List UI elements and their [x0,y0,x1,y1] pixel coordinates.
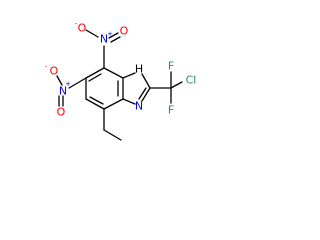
oxygen-top-left-charge: - [75,20,78,28]
nitro-group-top [85,29,121,69]
bond-c7a-n1 [122,72,136,79]
chlorine-label: Cl [186,74,197,87]
bond-ch2-ch3 [103,129,122,141]
nitrogen-left-charge: + [65,80,71,88]
bond-c6-n-left [68,77,87,89]
nitrogen-imidazole-bottom-label: N [135,100,143,113]
oxygen-left-top-charge: - [45,63,48,71]
bond-c2-n3-inner [138,87,147,100]
bond-n-o-top-left [85,29,99,38]
fluorine-bottom-label: F [168,104,174,117]
bond-c7-c6-inner [88,73,102,82]
imidazole-ring [122,72,151,105]
bond-n3-c3a [122,98,136,105]
bond-n1-c2 [141,73,151,89]
fluorine-top-label: F [168,60,174,73]
oxygen-left-top-label: O [50,65,59,78]
nitrogen-top-charge: + [107,30,113,38]
ethyl-group [103,108,122,141]
atom-labels: O - N + O H N F Cl F O - N + O [45,20,197,119]
bond-c7a-c7 [103,67,124,79]
bond-n-o-top-right-inner [110,36,121,43]
benzene-ring [85,67,124,110]
bond-n-o-top-right [108,32,119,39]
bond-n-o-left-top [56,75,63,86]
chlorodifluoromethyl-group [149,71,183,104]
molecule-structure: O - N + O H N F Cl F O - N + O [45,20,197,141]
oxygen-top-right-label: O [120,25,129,38]
nitro-group-left [56,75,87,107]
oxygen-top-left-label: O [78,22,87,35]
oxygen-left-bottom-label: O [57,106,66,119]
bond-c5-c4 [85,98,105,110]
bond-c7-c6 [85,67,105,79]
bond-c4-c3a [103,98,124,110]
hydrogen-label: H [135,63,143,76]
bond-c5-c4-inner [89,96,104,105]
bond-c2-n3 [141,87,151,102]
bond-c-cl [170,81,183,89]
nitrogen-left-label: N [59,85,67,98]
nitrogen-top-label: N [100,33,108,46]
